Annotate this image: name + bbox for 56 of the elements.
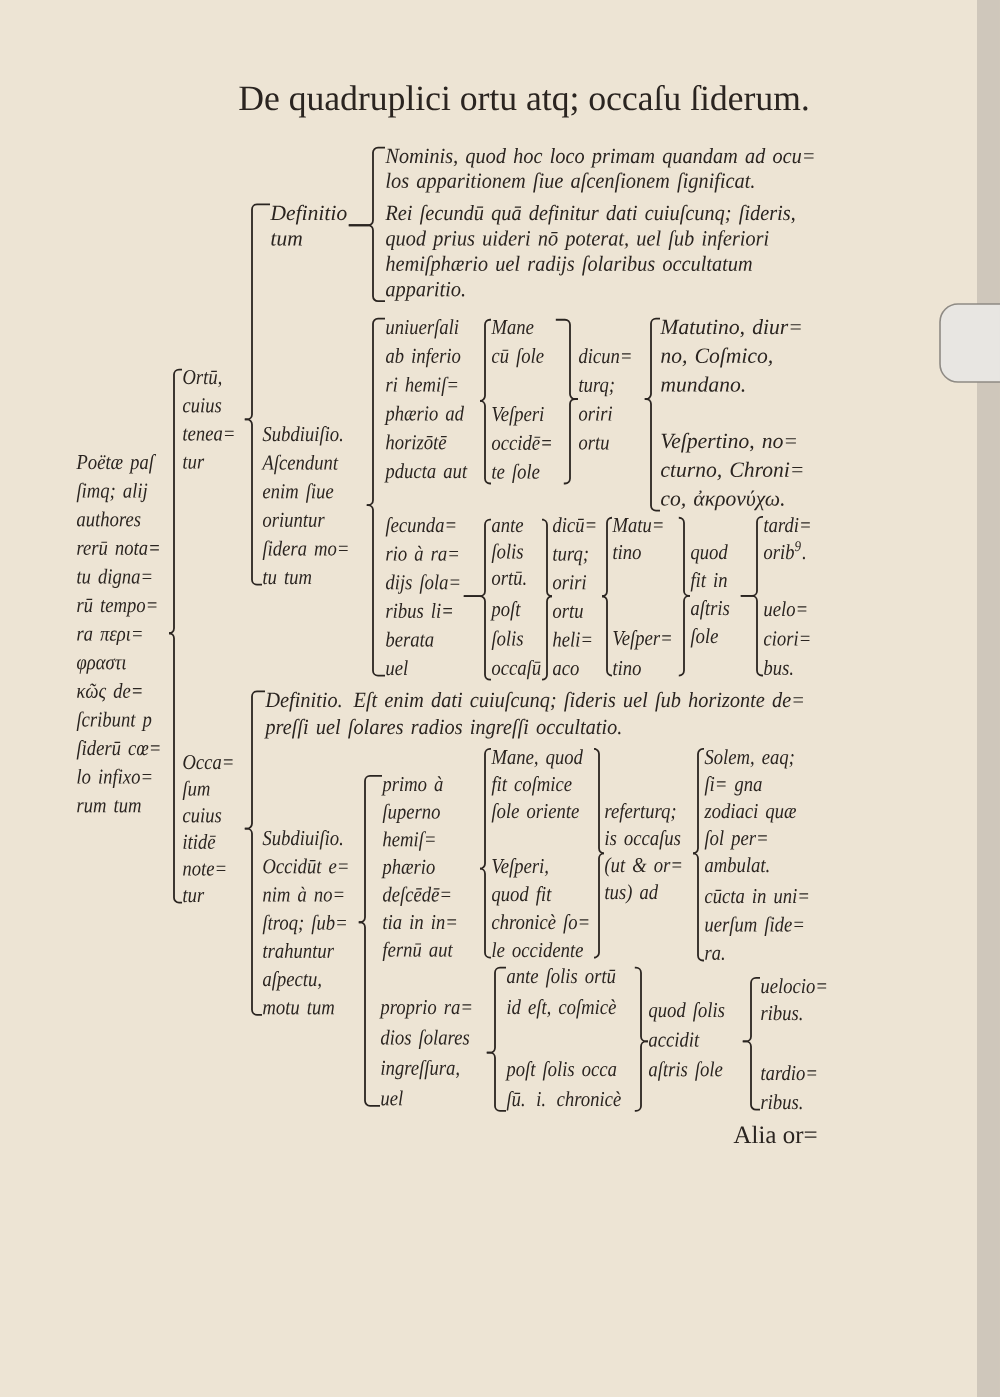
brace — [479, 399, 492, 485]
brace — [633, 1040, 649, 1112]
brace — [479, 748, 492, 870]
text-entry: Mane, quod fit coſmice ſole oriente — [491, 749, 583, 823]
brace — [633, 966, 649, 1043]
brace — [692, 748, 705, 855]
text-entry: Solem, eaq; ſi= gna zodiaci quæ ſol per= ambulat. — [704, 749, 796, 873]
brace — [562, 398, 579, 485]
text-entry: proprio ra= dios ſolares ingreſſura, uel — [379, 999, 472, 1106]
text-entry: Definitio. Eſt enim dati cuiuſcunq; ſideris uel ſub horizonte de= preſſi uel ſolares radios ingreſſi occultatio. — [264, 691, 803, 739]
brace — [462, 595, 492, 681]
text-entry: Matutino, diur= no, Coſmico, mundano. — [660, 319, 801, 392]
text-entry: ſecunda= rio à ra= dijs ſola= ribus li= berata uel — [385, 517, 460, 676]
brace — [593, 852, 605, 959]
brace — [692, 852, 705, 962]
brace — [347, 224, 386, 303]
text-entry: dicun= turq; oriri ortu — [578, 348, 631, 450]
text-entry: Veſper= tino — [613, 630, 671, 676]
text-entry: Veſperi occidē= te ſole — [491, 406, 551, 484]
text-entry: referturq; is occaſus (ut & or= tus) ad — [605, 803, 682, 904]
text-entry: uelo= ciori= bus. — [763, 601, 810, 676]
brace — [479, 867, 492, 959]
text-entry: quod fit in aſtris ſole — [690, 544, 730, 648]
text-entry: Mane cū ſole — [491, 320, 544, 368]
text-entry: ante ſolis ortū id eſt, coſmicè — [506, 968, 616, 1019]
text-entry: Nominis, quod hoc loco primam quandam ad ocu= los apparitionem ſiue aſcenſionem ſignificat. — [385, 148, 814, 193]
text-entry: poſt ſolis occaſū — [490, 601, 541, 680]
text-entry: Subdiuiſio. Aſcendunt enim ſiue oriuntur ſidera mo= tu tum — [261, 426, 348, 585]
brace — [643, 398, 661, 512]
text-entry: ante ſolis ortū. — [491, 520, 526, 586]
text-entry: Subdiuiſio. Occidūt e= nim à no= ſtroq; ſub= trahuntur aſpectu, motu tum — [262, 830, 348, 1015]
brace — [601, 595, 613, 677]
text-entry: uelocio= ribus. — [761, 978, 827, 1021]
brace — [593, 748, 605, 855]
text-entry: Ortū, cuius tenea= tur — [182, 369, 234, 469]
text-entry: primo à ſuperno hemiſ= phærio deſcēdē= tia in in= fernū aut — [381, 776, 457, 962]
page-title: De quadruplici ortu atq; occaſu ſiderum. — [239, 84, 808, 118]
text-entry: tardio= ribus. — [761, 1065, 817, 1110]
text-entry: Veſpertino, no= cturno, Chroni= co, ἀκρονύχω. — [661, 432, 803, 511]
brace — [479, 318, 492, 402]
text-entry: uniuerſali ab inferio ri hemiſ= phærio ad horizōtē pducta aut — [384, 319, 468, 483]
text-entry: cūcta in uni= uerſum ſide= ra. — [704, 888, 809, 961]
brace — [677, 595, 691, 677]
brace — [541, 518, 553, 598]
text-entry: Occa= ſum cuius itidē note= tur — [182, 754, 233, 903]
text-entry: Rei ſecundū quā definitur dati cuiuſcunq; ſideris, quod prius uideri nō poterat, uel ſub inferiori hemiſphærio uel radijs ſolaribus occultatum apparitio. — [385, 204, 795, 301]
catchword: Alia or= — [733, 1125, 817, 1144]
text-entry: Definitio tum — [270, 204, 347, 246]
text-entry: Matu= tino — [612, 518, 663, 560]
brace — [739, 595, 764, 677]
text-entry: Poëtæ paſ ſimq; alij authores rerū nota= tu digna= rū tempo= ra περι= φραστι κῶς de= ſcribunt p ſiderū cœ= lo infixo= rum tum — [76, 454, 160, 813]
text-entry: dicū= turq; oriri ortu heli= aco — [552, 517, 596, 676]
text-entry: quod ſolis accidit aſtris ſole — [648, 1002, 725, 1081]
brace — [541, 595, 553, 681]
text-entry: poſt ſolis occa ſū. i. chronicè — [505, 1061, 621, 1111]
text-entry: tardi= orib$^{9}$. — [763, 517, 810, 560]
